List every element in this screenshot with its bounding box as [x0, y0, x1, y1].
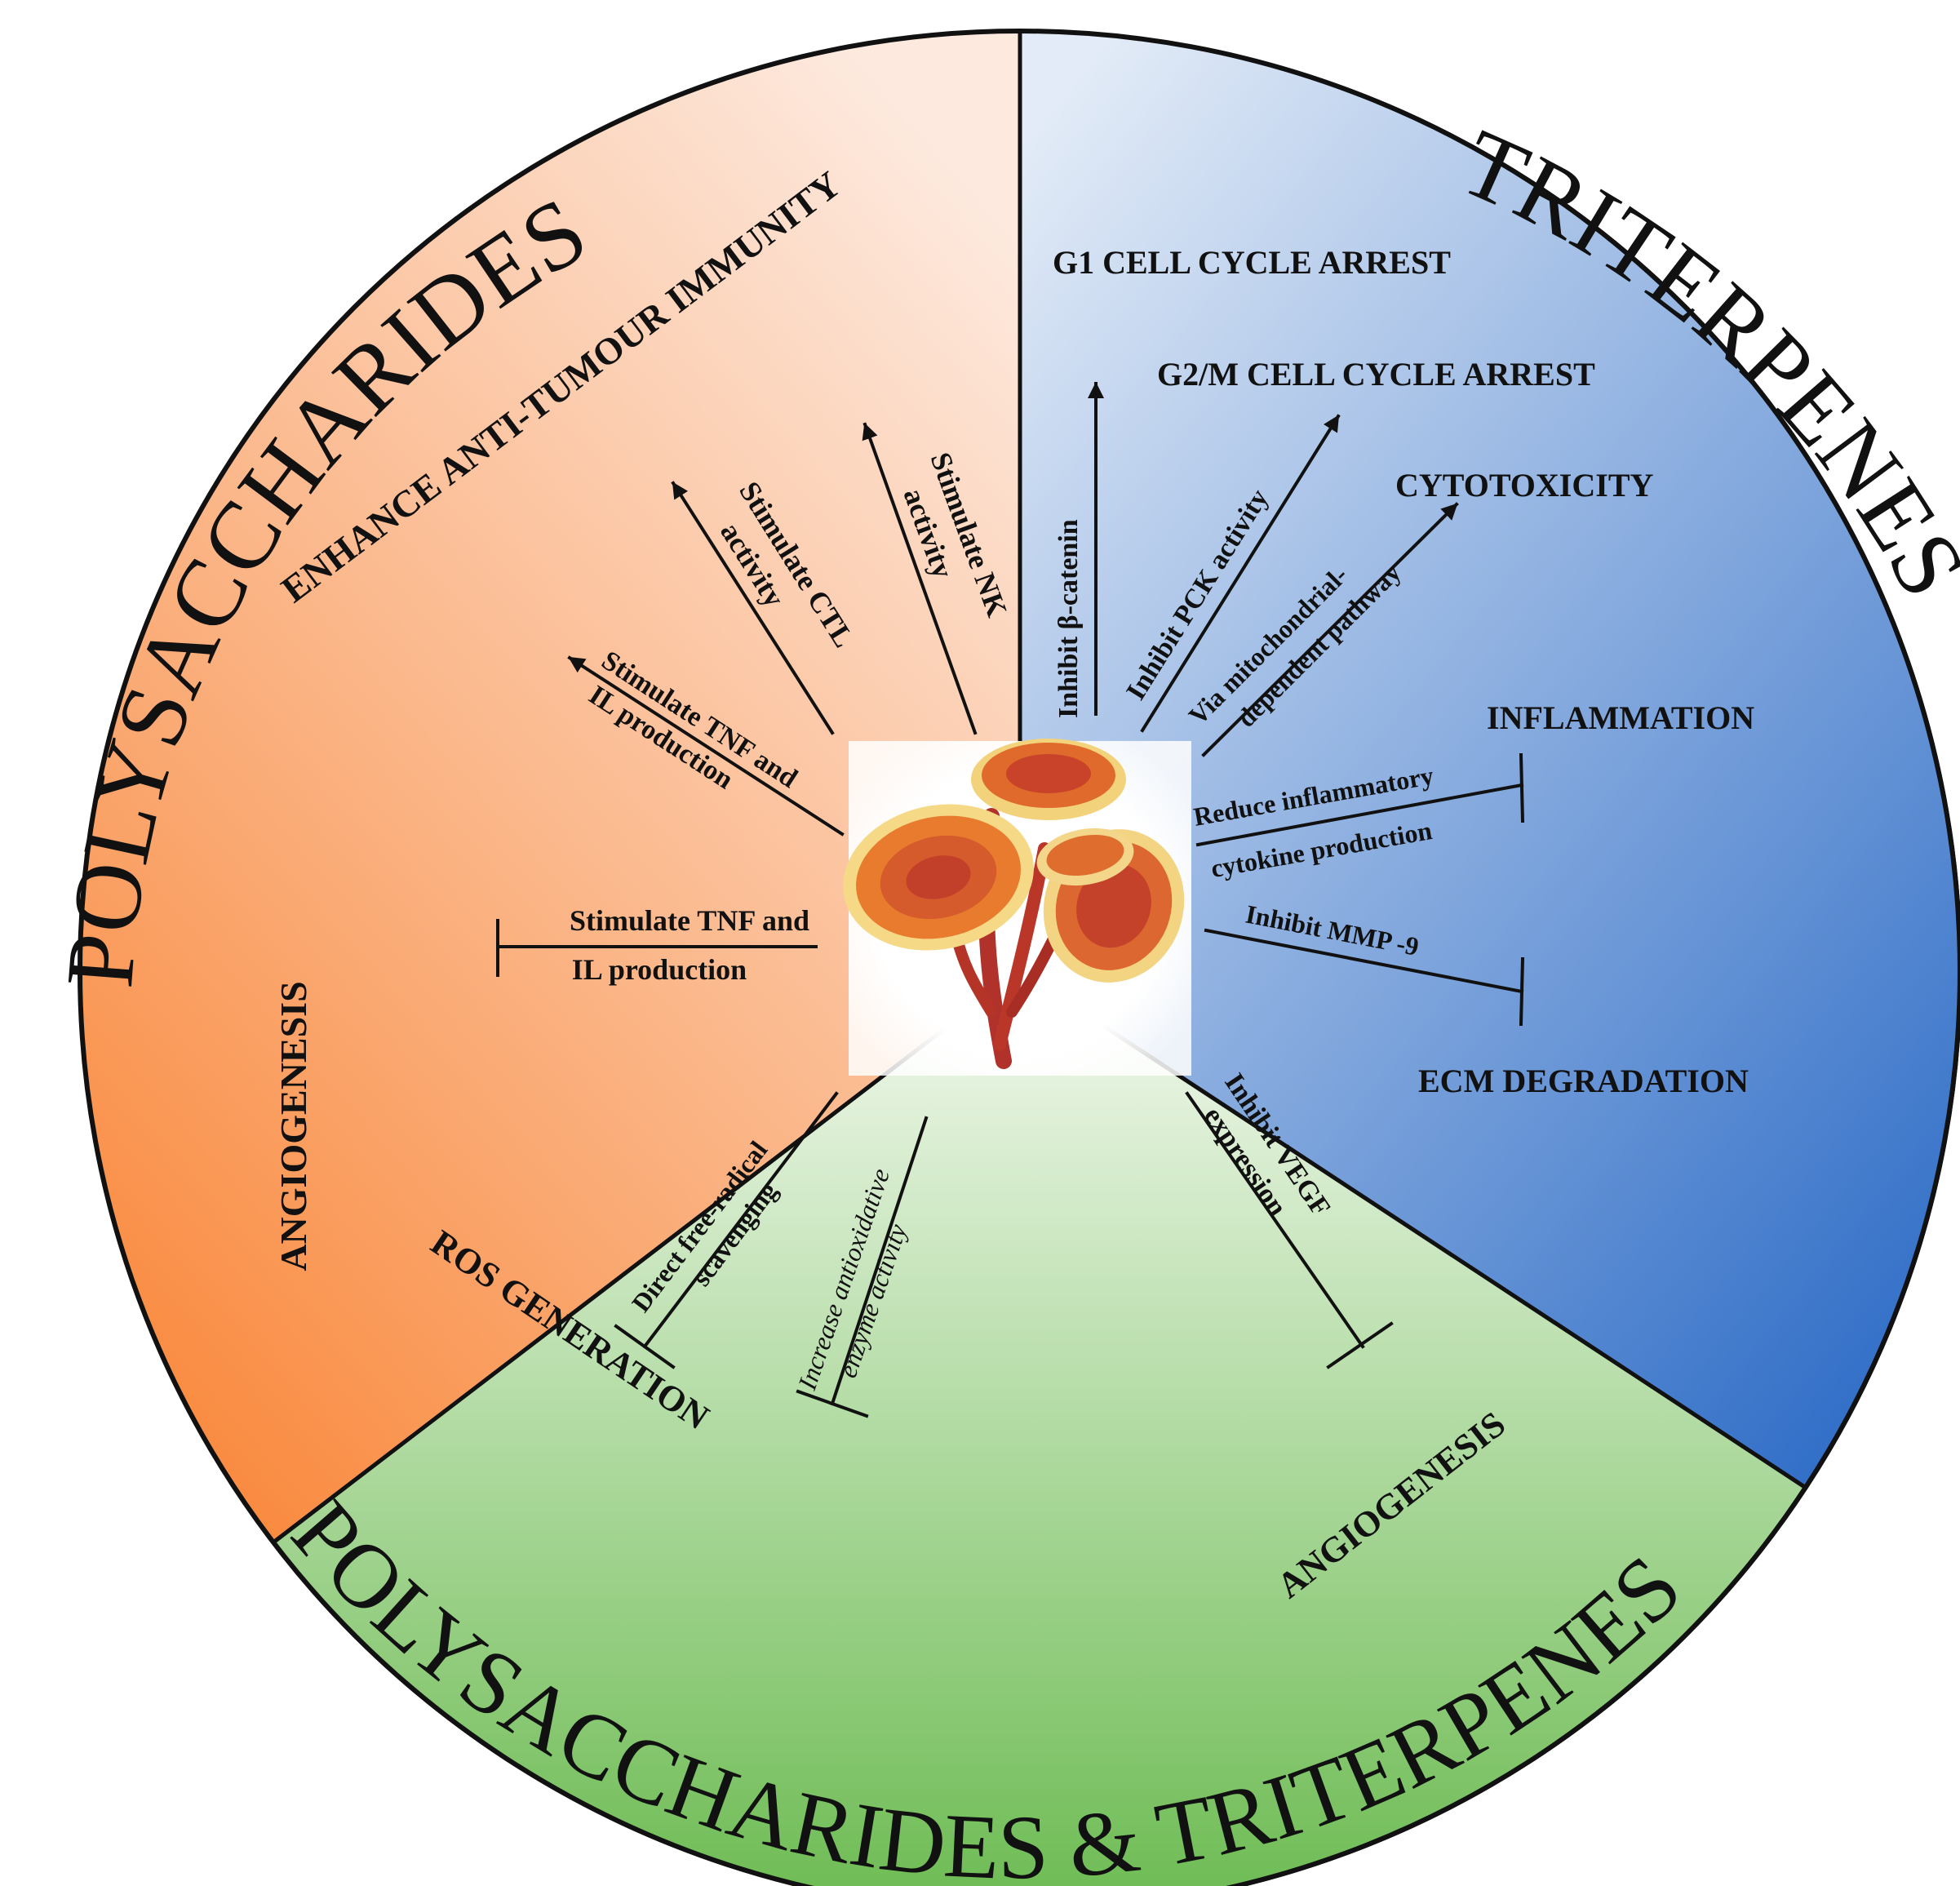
ecm-label: ECM DEGRADATION [1418, 1063, 1749, 1099]
lingzhi-mushroom-image [843, 739, 1191, 1076]
nk-arrow [862, 422, 978, 735]
inflammation-label: INFLAMMATION [1487, 699, 1754, 736]
mito-arrow [1201, 502, 1459, 757]
antioxidative-bar [796, 1389, 869, 1418]
cytokine-inhibit-bar [1519, 752, 1525, 823]
free-radical-line [642, 1091, 839, 1349]
vegf-line [1185, 1091, 1365, 1349]
pck-arrow [1140, 414, 1341, 733]
g2m-label: G2/M CELL CYCLE ARREST [1157, 356, 1595, 393]
beta-catenin-label: Inhibit β-catenin [1053, 519, 1084, 718]
outer-ring [78, 29, 1960, 1886]
tnf-il-up-arrow [567, 655, 845, 836]
antioxidative-line [830, 1116, 929, 1406]
tnf-il-inhibit-label-2: IL production [572, 953, 747, 986]
free-radical-bar [614, 1324, 676, 1369]
tnf-il-inhibit-label-1: Stimulate TNF and [570, 904, 809, 937]
cytotoxicity-label: CYTOTOXICITY [1395, 467, 1654, 504]
cytokine-inhibit-line [1195, 783, 1524, 847]
vegf-bar [1326, 1321, 1394, 1369]
mmp-inhibit-bar [1519, 956, 1525, 1027]
angiogenesis-poly-label: ANGIOGENESIS [273, 981, 314, 1271]
ctl-arrow [671, 481, 835, 735]
mmp-inhibit-line [1204, 928, 1524, 994]
g1-label: G1 CELL CYCLE ARREST [1053, 244, 1451, 281]
